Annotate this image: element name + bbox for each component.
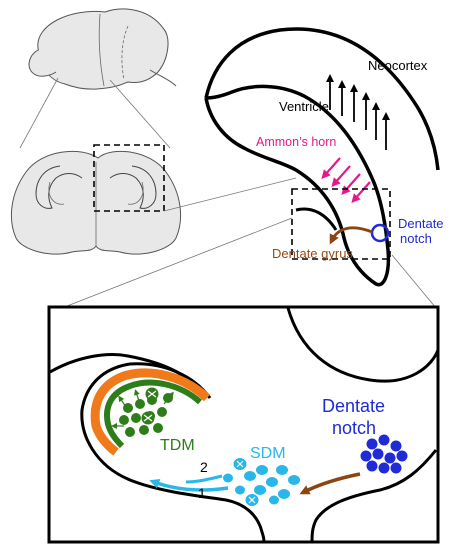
tdm-mitotic-cells [141, 387, 159, 425]
dentate-selection-box [291, 188, 391, 260]
inset-tissue-outline [49, 307, 440, 543]
ventricle-label: Ventricle [279, 99, 329, 114]
step-2-label: 2 [200, 459, 208, 475]
tdm-arrows [111, 389, 174, 429]
ammons-horn-arrows [321, 157, 371, 203]
inset-dentate-notch-label-line2: notch [332, 418, 376, 438]
projection-line [109, 79, 171, 149]
inset-dentate-gyrus-arrow [299, 472, 361, 495]
dentate-gyrus-arrow [329, 226, 373, 245]
tdm-label: TDM [160, 437, 195, 454]
whole-brain-illustration [28, 8, 177, 90]
hippocampus-illustration [204, 27, 440, 287]
migration-arrow-1 [149, 479, 229, 492]
inset-dentate-notch-label-line1: Dentate [322, 396, 385, 416]
projection-line [19, 77, 59, 149]
dentate-notch-label-line1: Dentate [398, 216, 444, 231]
green-layer [104, 379, 203, 449]
coronal-selection-box [93, 144, 165, 212]
step-1-label: 1 [198, 485, 206, 501]
orange-layer [90, 368, 211, 456]
dentate-notch-marker [370, 223, 390, 243]
neocortex-label: Neocortex [368, 58, 428, 73]
neocortex-arrows [326, 74, 390, 150]
sdm-mitotic-cells [233, 458, 259, 506]
dentate-notch-label-line2: notch [400, 231, 432, 246]
projection-line [61, 217, 293, 309]
migration-arrow-2 [185, 474, 223, 484]
projection-line [391, 254, 437, 309]
sdm-cells [223, 465, 300, 505]
coronal-section-illustration [10, 150, 182, 255]
sdm-label: SDM [250, 445, 286, 462]
dentate-gyrus-label: Dentate gyrus [272, 246, 353, 261]
dentate-notch-cells [360, 434, 408, 474]
projection-line [163, 177, 297, 212]
ammons-horn-label: Ammon’s horn [256, 135, 336, 149]
